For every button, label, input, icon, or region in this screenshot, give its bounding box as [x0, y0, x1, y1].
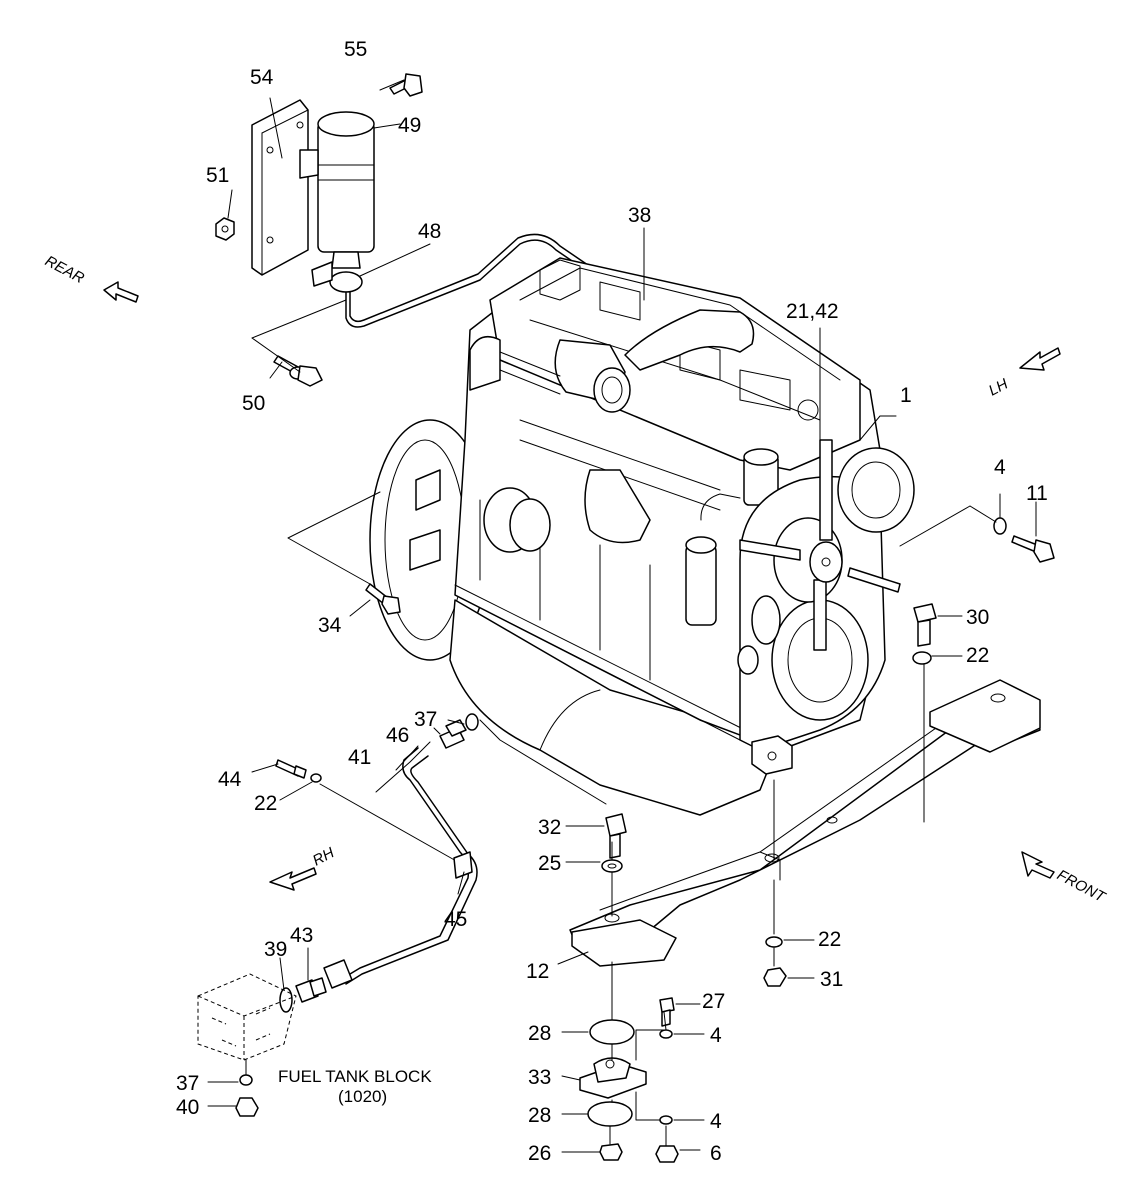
fuel-filter-element [299, 111, 375, 293]
rubber-mount-33 [579, 1057, 647, 1099]
nut-51 [215, 217, 235, 241]
front-arrow: FRONT [1021, 851, 1109, 907]
bolt-50 [273, 355, 323, 387]
label-11: 11 [1026, 482, 1048, 505]
label-43: 43 [290, 924, 313, 947]
washer-4-right [993, 517, 1007, 535]
label-51: 51 [206, 164, 229, 187]
label-1: 1 [900, 384, 912, 407]
label-22-right: 22 [966, 644, 989, 667]
fitting-43 [295, 977, 327, 1003]
cooling-fan [739, 439, 901, 651]
plate-28-lower [587, 1101, 633, 1127]
rh-arrow: RH [269, 844, 337, 891]
label-50: 50 [242, 392, 265, 415]
bolt-44 [275, 759, 307, 779]
plate-28-upper [589, 1019, 635, 1045]
label-6: 6 [710, 1142, 722, 1165]
label-22-left: 22 [254, 792, 277, 815]
rear-label: REAR [42, 253, 87, 288]
fuel-tank-caption: FUEL TANK BLOCK (1020) [278, 1067, 432, 1106]
nut-6 [655, 1145, 679, 1163]
plug-40 [235, 1097, 259, 1117]
label-33: 33 [528, 1066, 551, 1089]
label-39: 39 [264, 938, 287, 961]
label-21-42: 21,42 [786, 300, 839, 323]
fuel-pipe-41 [323, 747, 478, 989]
caption-line1: FUEL TANK BLOCK [278, 1067, 432, 1086]
fuel-pipe-48 [345, 239, 601, 328]
label-28-lower: 28 [528, 1104, 551, 1127]
bolt-55 [389, 73, 423, 97]
label-25: 25 [538, 852, 561, 875]
label-22-frame: 22 [818, 928, 841, 951]
label-45: 45 [444, 908, 467, 931]
label-32: 32 [538, 816, 561, 839]
o-ring-39 [279, 987, 293, 1013]
lh-label: LH [986, 375, 1011, 399]
washer-4-lower [659, 1115, 673, 1125]
label-26: 26 [528, 1142, 551, 1165]
label-46: 46 [386, 724, 409, 747]
bolt-30 [913, 603, 937, 647]
fuel-tank-block [197, 973, 297, 1061]
nut-26 [599, 1143, 623, 1161]
label-38: 38 [628, 204, 651, 227]
washer-4-upper [659, 1029, 673, 1039]
label-4-lower: 4 [710, 1110, 722, 1133]
washer-22-frame [765, 936, 783, 948]
label-40: 40 [176, 1096, 199, 1119]
lh-arrow: LH [986, 347, 1061, 400]
label-27: 27 [702, 990, 725, 1013]
o-ring-37-top [465, 713, 479, 731]
label-34: 34 [318, 614, 342, 637]
fitting-46 [439, 719, 467, 749]
engine-mount-frame [569, 679, 1041, 967]
label-37-bottom: 37 [176, 1072, 199, 1095]
label-48: 48 [418, 220, 441, 243]
label-12: 12 [526, 960, 549, 983]
washer-25 [601, 859, 623, 873]
bolt-27 [659, 997, 675, 1027]
bolt-32 [605, 813, 627, 859]
label-37-top: 37 [414, 708, 437, 731]
label-41: 41 [348, 746, 371, 769]
rear-arrow: REAR [42, 253, 139, 303]
caption-line2: (1020) [338, 1087, 387, 1106]
front-label: FRONT [1054, 867, 1109, 907]
label-55: 55 [344, 38, 367, 61]
label-30: 30 [966, 606, 989, 629]
nut-31 [763, 967, 787, 987]
label-54: 54 [250, 66, 274, 89]
bolt-11 [1011, 535, 1055, 563]
washer-22-right [912, 651, 932, 665]
o-ring-37-bottom [239, 1074, 253, 1086]
label-4-upper: 4 [710, 1024, 722, 1047]
label-4-right: 4 [994, 456, 1006, 479]
rh-label: RH [310, 844, 337, 869]
label-44: 44 [218, 768, 242, 791]
label-31: 31 [820, 968, 843, 991]
part-labels: 55 54 49 51 48 38 21,42 1 50 4 11 30 34 … [176, 38, 1048, 1165]
filter-bracket [251, 99, 309, 276]
washer-22-left [310, 773, 322, 783]
label-49: 49 [398, 114, 421, 137]
engine [369, 257, 915, 816]
label-28-upper: 28 [528, 1022, 551, 1045]
bolt-34 [365, 583, 401, 615]
